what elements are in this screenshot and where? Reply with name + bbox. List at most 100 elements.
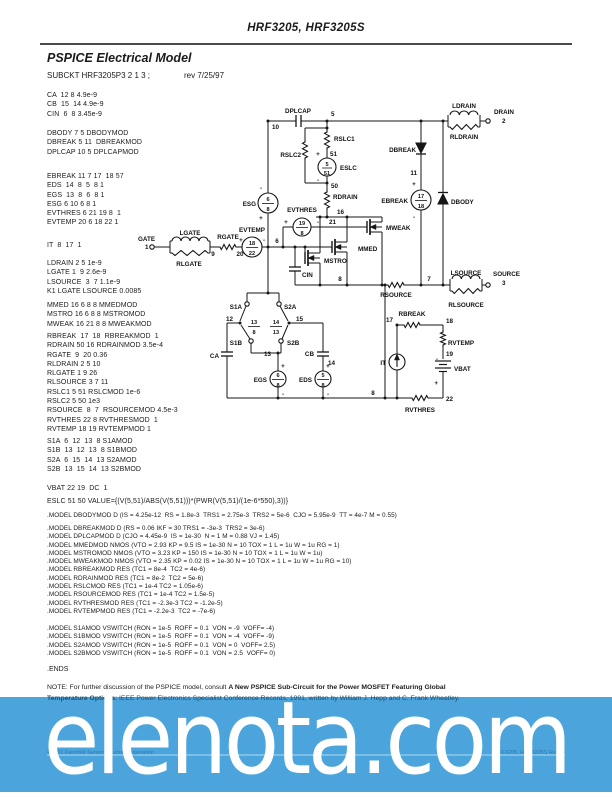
junction-dots bbox=[238, 119, 445, 400]
switch-s1a-contact bbox=[244, 301, 250, 307]
netlist-line: MWEAK 16 21 8 8 MWEAKMOD bbox=[47, 320, 152, 328]
netlist-line: .MODEL DBODYMOD D (IS = 4.25e-12 RS = 1.… bbox=[47, 512, 397, 519]
diagram-label: DBODY bbox=[451, 199, 475, 206]
diagram-label: MMED bbox=[358, 246, 378, 253]
netlist-line: LDRAIN 2 5 1e-9 bbox=[47, 260, 102, 267]
diagram-label: SOURCE bbox=[493, 271, 520, 278]
diagram-label: GATE bbox=[138, 236, 155, 243]
netlist-line: .MODEL DPLCAPMOD D (CJO = 4.45e-9 IS = 1… bbox=[47, 533, 280, 541]
circuit-wires bbox=[154, 115, 486, 399]
netlist-line: IT 8 17 1 bbox=[47, 242, 82, 249]
circuit-components bbox=[170, 110, 482, 402]
netlist-line: RLDRAIN 2 5 10 bbox=[47, 360, 101, 368]
diagram-label: LSOURCE bbox=[451, 270, 482, 277]
netlist-line: RVTHRES 22 8 RVTHRESMOD 1 bbox=[47, 416, 158, 424]
diagram-label: 5 bbox=[325, 162, 328, 168]
source-terminal bbox=[485, 282, 491, 288]
diagram-label: 14 bbox=[273, 320, 280, 326]
drain-terminal bbox=[485, 118, 491, 124]
netlist-line: .MODEL DBREAKMOD D (RS = 0.06 IKF = 30 T… bbox=[47, 525, 265, 532]
diagram-label: MSTRO bbox=[324, 258, 347, 265]
diagram-label: 19 bbox=[446, 351, 454, 358]
diagram-label: ESLC bbox=[340, 165, 357, 172]
netlist-line: .MODEL RBREAKMOD RES (TC1 = 8e-4 TC2 = 4… bbox=[47, 566, 206, 574]
diagram-label: 51 bbox=[324, 171, 330, 177]
diagram-label: S2A bbox=[284, 304, 297, 311]
note-paragraph: NOTE: For further discussion of the PSPI… bbox=[47, 682, 577, 704]
netlist-line: .MODEL RVTHRESMOD RES (TC1 = -2.3e-3 TC2… bbox=[47, 599, 223, 607]
diagram-label: 1 bbox=[145, 244, 149, 251]
netlist-line: RSLC1 5 51 RSLCMOD 1e-6 bbox=[47, 388, 141, 396]
diagram-label: EDS bbox=[299, 377, 312, 384]
diagram-label: 11 bbox=[410, 170, 417, 177]
netlist-line: .MODEL MWEAKMOD NMOS (VTO = 2.35 KP = 0.… bbox=[47, 558, 352, 566]
diagram-label: 5 bbox=[331, 111, 335, 118]
diagram-label: DBREAK bbox=[389, 147, 416, 154]
footer-copyright: ©2001 Fairchild Semiconductor Corporatio… bbox=[47, 750, 155, 756]
diagram-label: 18 bbox=[249, 241, 255, 247]
netlist-line: .MODEL MMEDMOD NMOS (VTO = 2.93 KP = 9.5… bbox=[47, 541, 340, 549]
diagram-label: RVTEMP bbox=[448, 340, 474, 347]
diagram-label: VBAT bbox=[454, 366, 471, 373]
diagram-label: 7 bbox=[427, 276, 431, 283]
diagram-label: 20 bbox=[236, 251, 244, 258]
netlist-line: EGS 13 8 6 8 1 bbox=[47, 191, 105, 199]
diagram-label: CA bbox=[210, 353, 220, 360]
diagram-label: + bbox=[259, 215, 263, 222]
diagram-label: IT bbox=[380, 360, 386, 367]
watermark-banner bbox=[0, 697, 612, 792]
netlist-battery: VBAT 22 19 DC 1 bbox=[47, 484, 108, 493]
diagram-label: 13 bbox=[264, 351, 272, 358]
diagram-label: RVTHRES bbox=[405, 407, 435, 414]
diagram-label: 2 bbox=[502, 118, 506, 125]
netlist-line: MMED 16 6 8 8 MMEDMOD bbox=[47, 302, 138, 309]
netlist-line: RVTEMP 18 19 RVTEMPMOD 1 bbox=[47, 425, 151, 433]
subckt-text: SUBCKT HRF3205P3 2 1 3 ; bbox=[47, 71, 151, 80]
netlist-line: MSTRO 16 6 8 8 MSTROMOD bbox=[47, 311, 146, 319]
diagram-label: S2B bbox=[287, 340, 300, 347]
netlist-line: RSLC2 5 50 1e3 bbox=[47, 398, 101, 406]
diagram-label: - bbox=[263, 237, 265, 244]
diagram-label: 9 bbox=[211, 251, 215, 258]
terminal-circles bbox=[149, 118, 491, 344]
netlist-line: ESLC 51 50 VALUE={(V(5,51)/ABS(V(5,51)))… bbox=[47, 498, 289, 505]
switch-s2a-contact bbox=[276, 301, 282, 307]
netlist-line: CB 15 14 4.9e-9 bbox=[47, 101, 104, 109]
netlist-line: EVTEMP 20 6 18 22 1 bbox=[47, 219, 119, 227]
diagram-label: RDRAIN bbox=[333, 194, 358, 201]
netlist-line: .MODEL RDRAINMOD RES (TC1 = 8e-2 TC2 = 5… bbox=[47, 574, 204, 582]
diagram-label: 14 bbox=[328, 360, 336, 367]
netlist-line: VBAT 22 19 DC 1 bbox=[47, 485, 108, 492]
footer-doc-ref: HRF3205, HRF3205S Rev. B bbox=[493, 750, 565, 756]
netlist-line: RGATE 9 20 0.36 bbox=[47, 351, 108, 359]
diagram-label: EBREAK bbox=[381, 198, 408, 205]
diagram-label: - bbox=[282, 391, 284, 398]
diagram-label: RGATE bbox=[217, 234, 239, 241]
diagram-label: + bbox=[281, 363, 285, 370]
netlist-line: S2A 6 15 14 13 S2AMOD bbox=[47, 456, 137, 464]
schematic-labels: DPLCAP105RSLC151+ESLC-50RSLC2RDRAIN1621E… bbox=[138, 103, 520, 414]
netlist-line: CIN 6 8 3.45e-9 bbox=[47, 110, 103, 118]
diagram-label: - bbox=[413, 214, 415, 221]
netlist-line: DPLCAP 10 5 DPLCAPMOD bbox=[47, 148, 139, 156]
netlist-line: .MODEL S2AMOD VSWITCH (RON = 1e-5 ROFF =… bbox=[47, 641, 276, 649]
netlist-line: .MODEL S1BMOD VSWITCH (RON = 1e-5 ROFF =… bbox=[47, 633, 275, 641]
netlist-line: S1A 6 12 13 8 S1AMOD bbox=[47, 438, 133, 445]
diagram-label: MWEAK bbox=[386, 225, 411, 232]
note-prefix: NOTE: For further discussion of the PSPI… bbox=[47, 684, 229, 691]
diagram-label: S1B bbox=[230, 340, 243, 347]
page-title: HRF3205, HRF3205S bbox=[247, 22, 365, 34]
netlist-line: EVTHRES 6 21 19 8 1 bbox=[47, 210, 121, 218]
section-title: PSPICE Electrical Model bbox=[47, 51, 192, 65]
diagram-label: LGATE bbox=[180, 230, 201, 237]
diagram-label: - bbox=[327, 391, 329, 398]
model-lines: .MODEL DBREAKMOD D (RS = 0.06 IKF = 30 T… bbox=[47, 525, 351, 616]
diagram-label: 17 bbox=[386, 317, 394, 324]
diagram-label: 12 bbox=[226, 316, 234, 323]
netlist-line: .MODEL S1AMOD VSWITCH (RON = 1e-5 ROFF =… bbox=[47, 625, 275, 632]
diagram-label: + bbox=[434, 380, 438, 387]
diagram-label: 21 bbox=[329, 219, 337, 226]
netlist-line: .MODEL RSLCMOD RES (TC1 = 1e-4 TC2 = 1.0… bbox=[47, 583, 204, 591]
